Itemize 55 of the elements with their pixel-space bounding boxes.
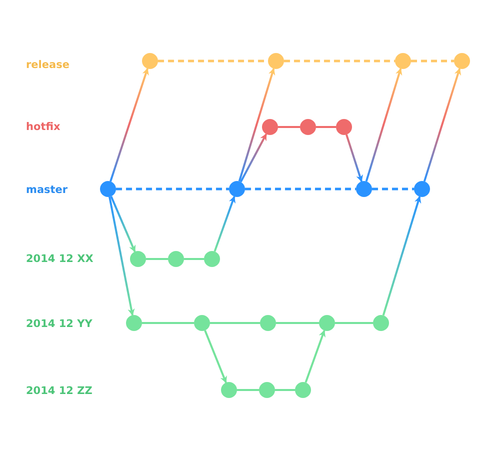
commit-dot — [194, 315, 210, 331]
commit-dot — [395, 53, 411, 69]
merge-arrow — [423, 68, 462, 182]
merge-arrow — [110, 196, 136, 252]
merge-arrow — [346, 134, 363, 182]
commit-dot — [204, 251, 220, 267]
branch-line — [184, 258, 204, 260]
branch-label: master — [26, 183, 68, 197]
branch-line — [237, 389, 259, 391]
branch-line — [116, 188, 229, 190]
merge-arrow — [382, 196, 422, 316]
merge-arrow — [240, 133, 268, 182]
branch-label: hotfix — [26, 120, 60, 134]
branch-line — [245, 188, 356, 190]
commit-dot — [221, 382, 237, 398]
branch-line — [372, 188, 414, 190]
commit-dot — [319, 315, 335, 331]
commit-dot — [336, 119, 352, 135]
branch-line — [146, 258, 168, 260]
commit-dot — [295, 382, 311, 398]
merge-arrow — [304, 330, 326, 383]
commit-dot — [229, 181, 245, 197]
branch-line — [278, 126, 300, 128]
merge-arrow — [214, 196, 236, 252]
commit-dot — [356, 181, 372, 197]
commit-dot — [300, 119, 316, 135]
branch-line — [411, 60, 454, 62]
branch-label: 2014 12 YY — [26, 317, 92, 331]
commit-dot — [259, 382, 275, 398]
merge-arrow — [204, 330, 227, 384]
merge-arrow — [108, 196, 135, 316]
branch-line — [284, 60, 395, 62]
branch-line — [316, 126, 336, 128]
branch-line — [335, 322, 373, 324]
merge-arrow — [365, 68, 402, 182]
commit-dot — [168, 251, 184, 267]
commit-dot — [100, 181, 116, 197]
branch-label: 2014 12 ZZ — [26, 384, 92, 398]
commit-dot — [373, 315, 389, 331]
commit-dot — [262, 119, 278, 135]
merge-arrow — [110, 68, 149, 182]
branch-label: release — [26, 58, 70, 72]
commit-dot — [414, 181, 430, 197]
branch-label: 2014 12 XX — [26, 252, 94, 266]
commit-dot — [130, 251, 146, 267]
commit-dot — [126, 315, 142, 331]
branch-line — [210, 322, 260, 324]
branch-line — [142, 322, 194, 324]
commit-dot — [454, 53, 470, 69]
commit-dot — [268, 53, 284, 69]
commit-dot — [260, 315, 276, 331]
merge-arrow — [238, 68, 276, 182]
branch-line — [276, 322, 319, 324]
branch-line — [275, 389, 295, 391]
commit-dot — [142, 53, 158, 69]
